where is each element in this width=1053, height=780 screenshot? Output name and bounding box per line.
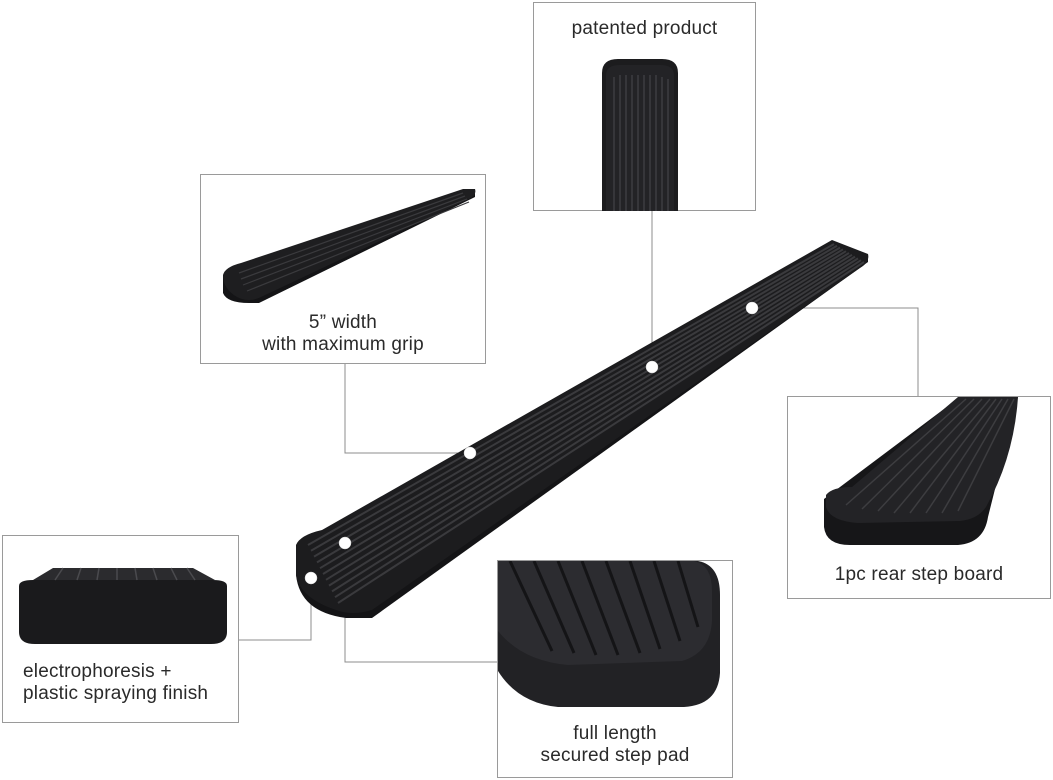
board-angle-image (223, 189, 476, 303)
step-pad-rib (328, 255, 856, 587)
callout-width: 5” width with maximum grip (200, 174, 486, 364)
marker-dot-finish (304, 571, 318, 585)
leader-line-width (344, 362, 470, 454)
marker-dot-patented (645, 360, 659, 374)
callout-rear-caption: 1pc rear step board (834, 564, 1004, 585)
callout-patented-caption: patented product (571, 18, 718, 39)
callout-width-caption: 5” width with maximum grip (262, 312, 424, 355)
step-pad-rib (313, 246, 841, 558)
callout-step-pad: full length secured step pad (497, 560, 733, 778)
step-pad-rib (334, 259, 862, 599)
step-pad-rib (325, 253, 853, 581)
step-pad-rib (322, 252, 850, 575)
step-pad-rib (310, 244, 838, 552)
marker-dot-width (463, 446, 477, 460)
callout-finish: electrophoresis + plastic spraying finis… (2, 535, 239, 723)
step-pad-rib (307, 243, 835, 546)
step-pad-closeup-image (498, 561, 720, 707)
callout-finish-caption: electrophoresis + plastic spraying finis… (23, 661, 209, 704)
step-pad-rib (331, 257, 859, 593)
board-front-image (19, 567, 227, 644)
callout-patented-product: patented product (533, 2, 756, 211)
marker-dot-pad (338, 536, 352, 550)
marker-dot-rear (745, 301, 759, 315)
callout-pad-caption: full length secured step pad (540, 723, 690, 766)
running-board (296, 240, 869, 618)
board-end-detail-image (602, 59, 678, 211)
step-pad-rib (316, 248, 844, 564)
leader-line-rear (752, 307, 919, 396)
rear-board-image (824, 397, 1018, 545)
callout-rear-step-board: 1pc rear step board (787, 396, 1051, 599)
step-pad-rib (319, 250, 847, 570)
step-pad-rib (337, 261, 865, 604)
